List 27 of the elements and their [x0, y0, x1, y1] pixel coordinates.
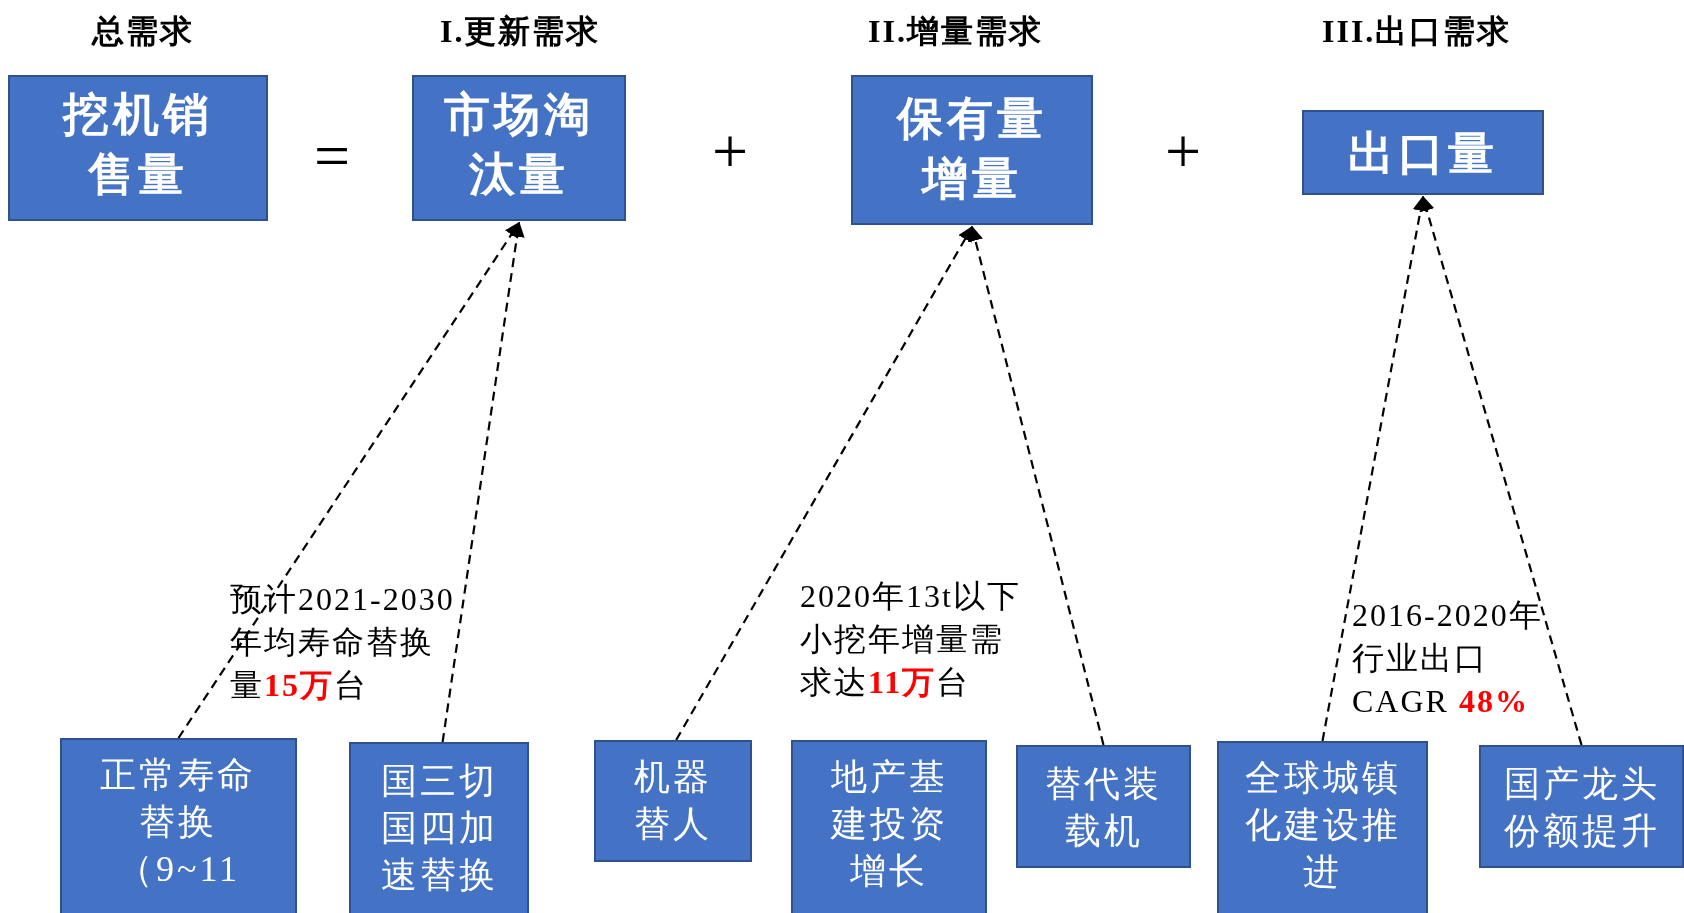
- driver-box: 国三切国四加速替换: [349, 742, 529, 913]
- section-heading: I.更新需求: [440, 12, 601, 51]
- driver-box: 国产龙头份额提升: [1479, 745, 1684, 868]
- annotation-text: 2020年13t以下小挖年增量需求达11万台: [800, 577, 1022, 703]
- annotation-text: 预计2021-2030年均寿命替换量15万台: [230, 580, 455, 706]
- section-heading: II.增量需求: [868, 12, 1043, 51]
- plus-sign: +: [1165, 120, 1202, 184]
- demand-box: 出口量: [1302, 110, 1544, 195]
- annotation-text: 2016-2020年行业出口CAGR 48%: [1352, 596, 1544, 722]
- demand-box: 市场淘汰量: [412, 75, 626, 221]
- equals-sign: =: [314, 124, 351, 188]
- section-heading: III.出口需求: [1322, 12, 1512, 51]
- dashed-arrow: [1321, 195, 1429, 742]
- driver-box: 正常寿命替换（9~11: [60, 738, 297, 913]
- demand-box: 保有量增量: [851, 75, 1093, 225]
- plus-sign: +: [712, 120, 749, 184]
- driver-box: 全球城镇化建设推进: [1217, 741, 1428, 913]
- demand-box: 挖机销售量: [8, 75, 268, 221]
- dashed-arrow: [177, 221, 520, 739]
- dashed-arrow: [967, 225, 1105, 746]
- dashed-arrow: [441, 221, 525, 743]
- dashed-arrow: [1419, 195, 1583, 746]
- dashed-arrow: [675, 225, 973, 741]
- driver-box: 替代装载机: [1016, 745, 1191, 868]
- section-heading: 总需求: [92, 12, 194, 51]
- driver-box: 机器替人: [594, 740, 752, 862]
- driver-box: 地产基建投资增长: [791, 740, 987, 913]
